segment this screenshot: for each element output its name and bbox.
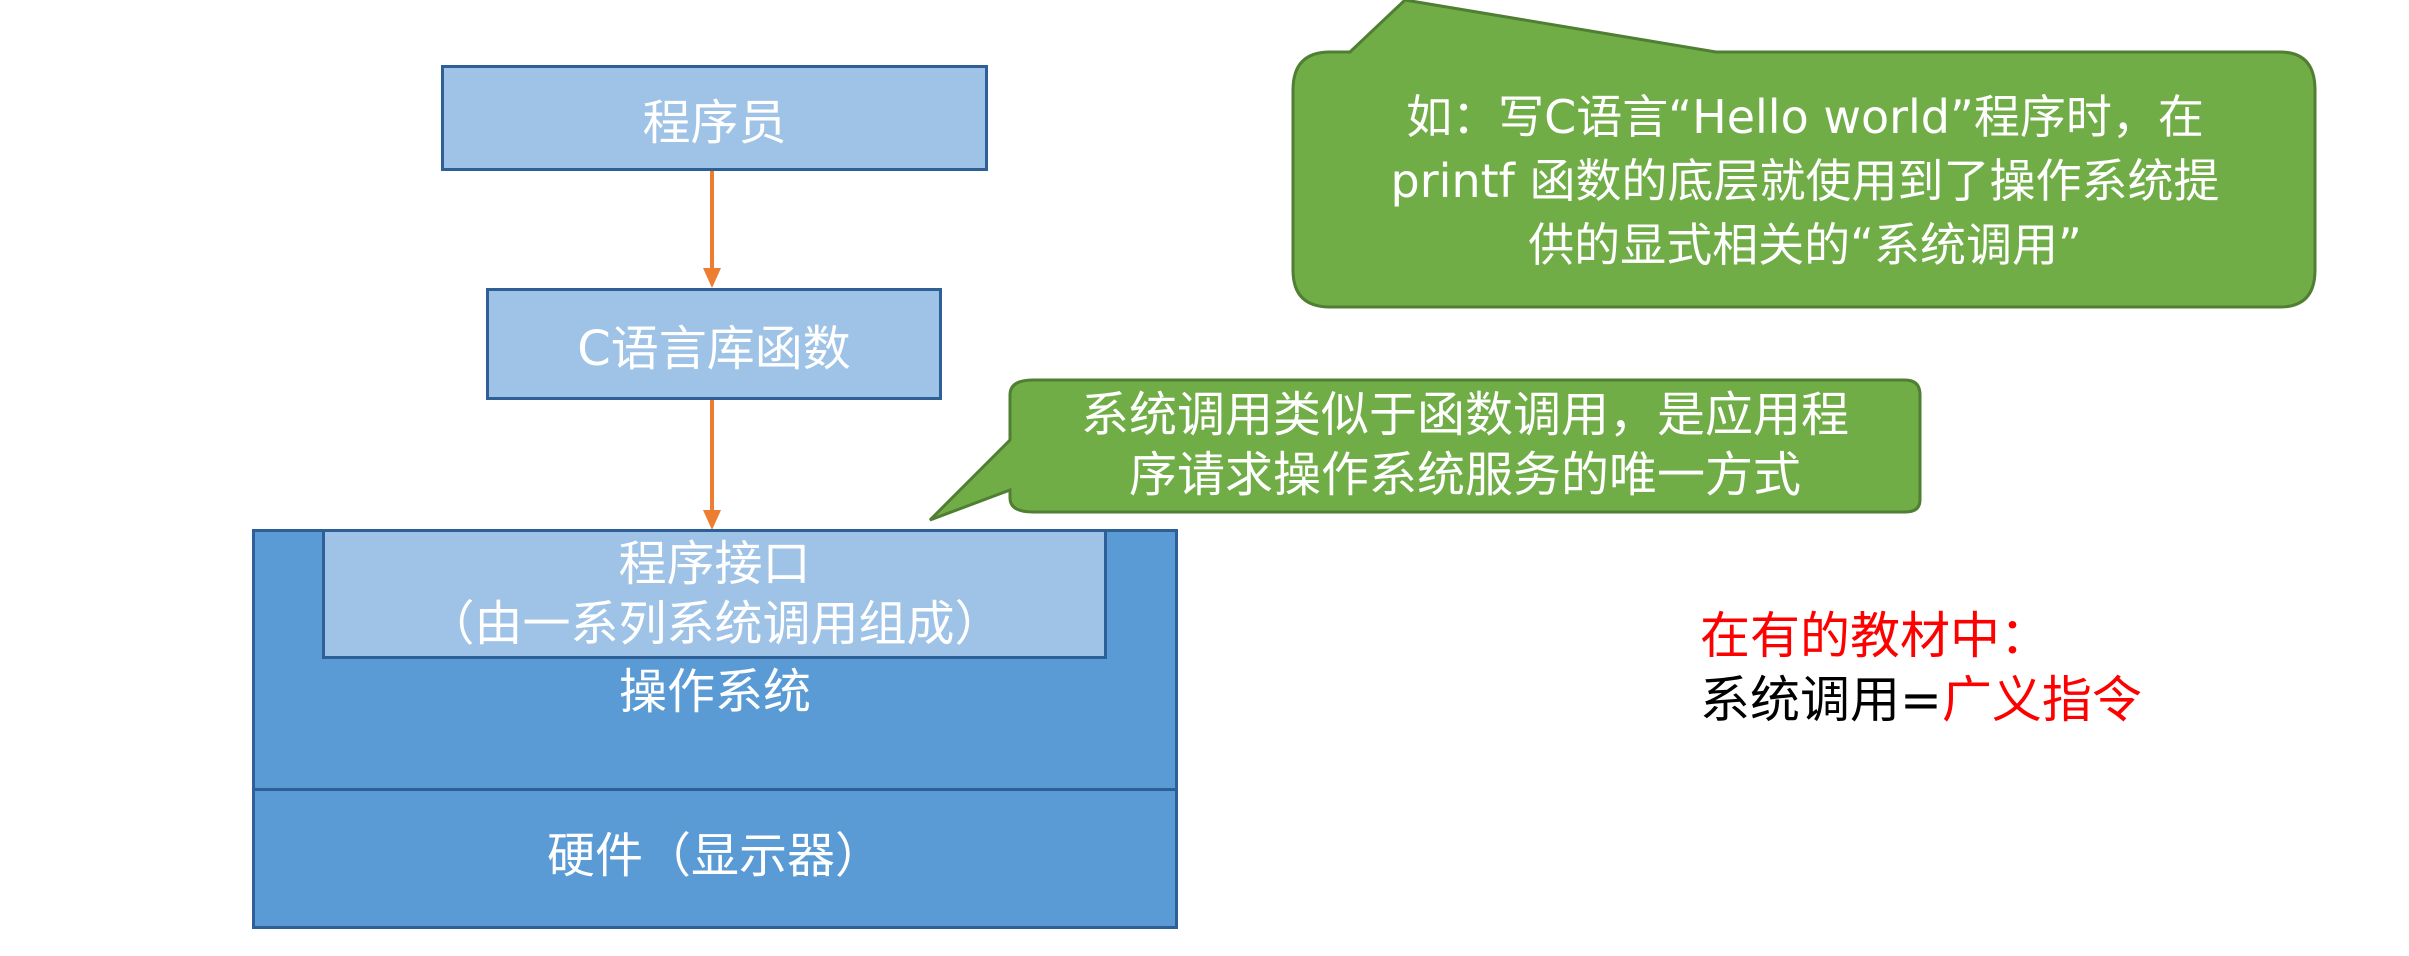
top-callout-bubble: [1291, 0, 2317, 309]
programmer-box: 程序员: [441, 65, 988, 171]
c-library-label: C语言库函数: [577, 321, 851, 377]
note-line-2-highlight: 广义指令: [1941, 671, 2142, 729]
middle-callout-text: 系统调用类似于函数调用，是应用程 序请求操作系统服务的唯一方式: [1015, 385, 1915, 505]
middle-callout-line-1: 系统调用类似于函数调用，是应用程: [1080, 387, 1849, 443]
arrow-head-1: [703, 268, 721, 288]
program-interface-subtitle: （由一系列系统调用组成）: [426, 596, 1003, 652]
top-callout-line-1: 如：写C语言“Hello world”程序时，在: [1406, 90, 2204, 144]
program-interface-title: 程序接口: [618, 536, 811, 592]
top-callout-line-3: 供的显式相关的“系统调用”: [1528, 218, 2082, 272]
top-callout-line-2: printf 函数的底层就使用到了操作系统提: [1390, 154, 2220, 208]
middle-callout-bubble: [928, 378, 1922, 522]
c-library-box: C语言库函数: [486, 288, 942, 400]
middle-callout-line-2: 序请求操作系统服务的唯一方式: [1128, 447, 1801, 503]
programmer-label: 程序员: [642, 95, 787, 151]
hardware-label: 硬件（显示器）: [546, 828, 883, 884]
note-line-2: 系统调用=广义指令: [1700, 670, 2142, 730]
program-interface-box: 程序接口 （由一系列系统调用组成）: [322, 529, 1107, 659]
note-line-2-prefix: 系统调用=: [1700, 671, 1942, 729]
note-line-1: 在有的教材中：: [1700, 607, 2050, 665]
hardware-region: [252, 788, 1178, 929]
arrow-head-2: [703, 510, 721, 530]
os-label: 操作系统: [618, 664, 811, 720]
top-callout-text: 如：写C语言“Hello world”程序时，在 printf 函数的底层就使用…: [1300, 85, 2310, 277]
